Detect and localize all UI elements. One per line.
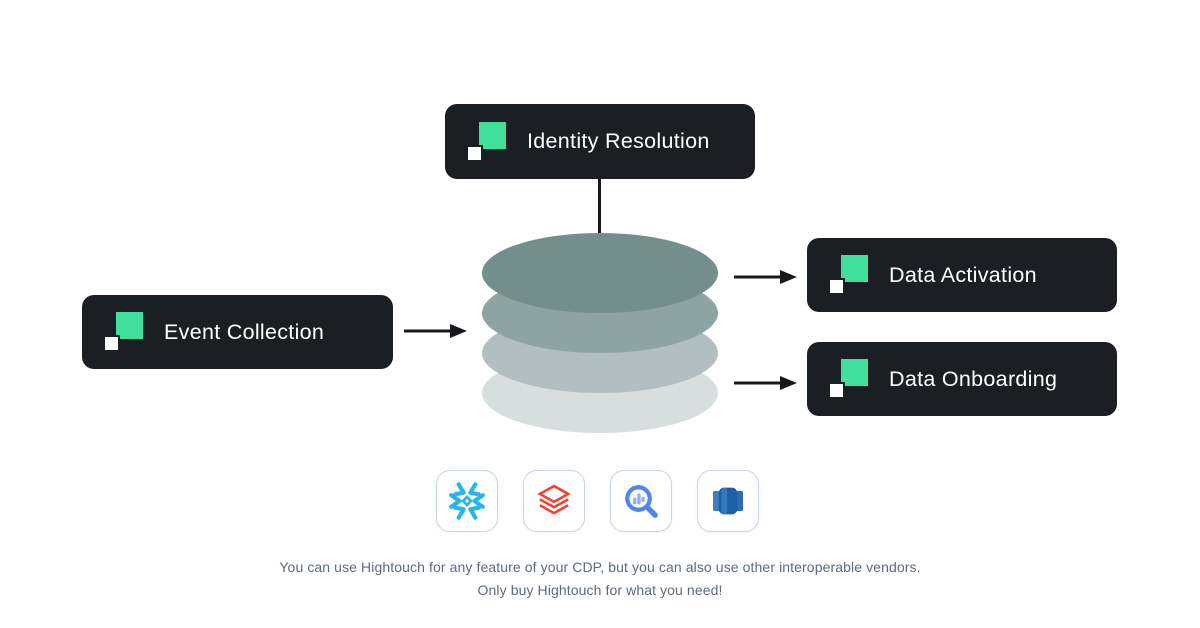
vendor-card-databricks	[523, 470, 585, 532]
bigquery-icon	[625, 485, 658, 518]
hightouch-logo-icon	[828, 359, 870, 399]
vendor-icon-row	[436, 470, 759, 532]
badge-label: Identity Resolution	[527, 129, 710, 153]
redshift-icon	[713, 487, 743, 515]
logo-green-square	[841, 255, 868, 282]
snowflake-icon	[449, 482, 485, 520]
hightouch-logo-icon	[466, 121, 508, 162]
logo-white-square	[466, 144, 483, 162]
badge-label: Data Onboarding	[889, 366, 1058, 391]
logo-green-square	[841, 359, 868, 386]
caption: You can use Hightouch for any feature of…	[0, 556, 1200, 602]
hightouch-logo-icon	[103, 312, 145, 352]
vendor-card-snowflake	[436, 470, 498, 532]
logo-white-square	[828, 278, 845, 295]
hightouch-logo-icon	[828, 255, 870, 295]
stack-layer-1	[482, 233, 718, 313]
badge-label: Event Collection	[164, 319, 325, 344]
badge-label: Data Activation	[889, 262, 1037, 287]
logo-green-square	[479, 121, 506, 149]
databricks-icon	[537, 484, 571, 515]
caption-line-2: Only buy Hightouch for what you need!	[477, 582, 723, 598]
vendor-card-redshift	[697, 470, 759, 532]
badge-data-activation: Data Activation	[807, 238, 1117, 312]
logo-green-square	[116, 312, 143, 339]
arrow-event-to-stack	[404, 324, 467, 338]
vendor-card-bigquery	[610, 470, 672, 532]
arrow-stack-to-onboarding	[734, 376, 797, 390]
badge-identity-resolution: Identity Resolution	[445, 104, 755, 179]
caption-line-1: You can use Hightouch for any feature of…	[279, 559, 921, 575]
logo-white-square	[103, 335, 120, 352]
badge-data-onboarding: Data Onboarding	[807, 342, 1117, 416]
identity-to-stack-connector	[598, 179, 601, 245]
arrow-stack-to-activation	[734, 270, 797, 284]
logo-white-square	[828, 382, 845, 399]
badge-event-collection: Event Collection	[82, 295, 393, 369]
